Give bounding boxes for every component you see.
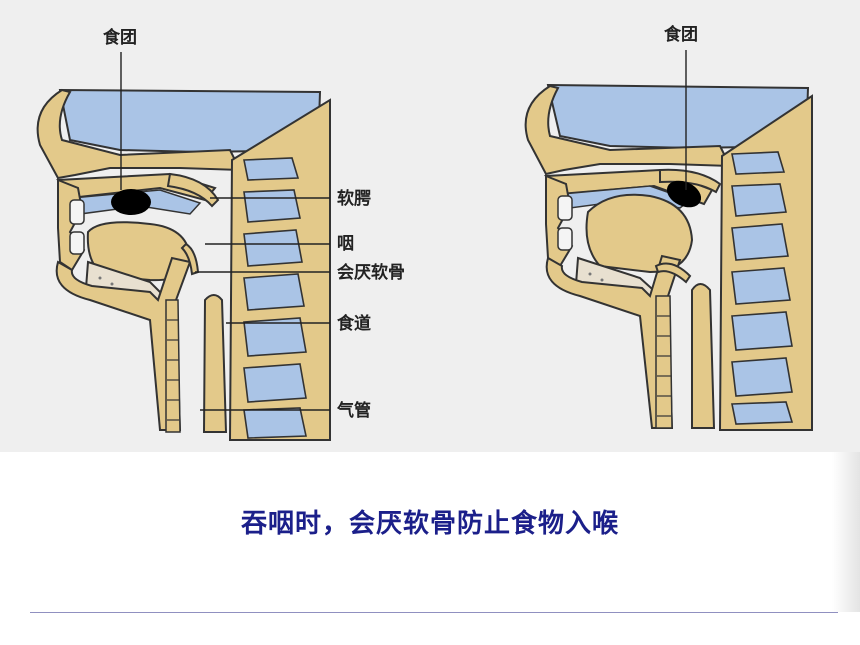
left-epiglottis (180, 242, 200, 276)
label-epiglottis: 会厌软骨 (337, 262, 405, 283)
left-leader-lines (120, 52, 330, 411)
right-neck-front (545, 254, 682, 429)
left-lower-teeth (69, 231, 85, 255)
right-esophagus (691, 283, 716, 429)
right-bolus (666, 180, 702, 208)
left-upper-teeth (69, 199, 85, 225)
left-soft-palate (166, 172, 220, 208)
right-tongue (585, 193, 694, 274)
slide-shadow (832, 452, 860, 612)
anatomy-svg: 食团 软腭 咽 会厌软骨 食道 气管 (36, 24, 813, 441)
right-epiglottis (654, 262, 692, 284)
label-soft-palate: 软腭 (337, 188, 371, 209)
label-pharynx: 咽 (337, 234, 354, 254)
anatomy-figure: 食团 软腭 咽 会厌软骨 食道 气管 (0, 0, 860, 452)
right-upper-teeth (557, 195, 573, 221)
right-vertebrae (731, 151, 794, 425)
label-trachea: 气管 (336, 400, 371, 421)
label-bolus-left: 食团 (103, 27, 137, 48)
right-trachea-rings (657, 315, 671, 417)
left-trachea-rings (167, 319, 179, 421)
right-lower-teeth (557, 227, 573, 251)
caption: 吞咽时，会厌软骨防止食物入喉 (240, 509, 619, 539)
left-head-diagram: 食团 软腭 咽 会厌软骨 食道 气管 (36, 27, 405, 441)
bottom-divider (30, 612, 838, 613)
right-trachea (655, 295, 673, 429)
left-trachea (165, 299, 181, 433)
label-bolus-right: 食团 (664, 24, 698, 45)
label-esophagus: 食道 (337, 313, 371, 334)
right-head-diagram: 食团 (524, 24, 813, 431)
left-bolus (111, 189, 151, 215)
left-vertebrae (243, 157, 307, 439)
left-esophagus (202, 294, 228, 433)
